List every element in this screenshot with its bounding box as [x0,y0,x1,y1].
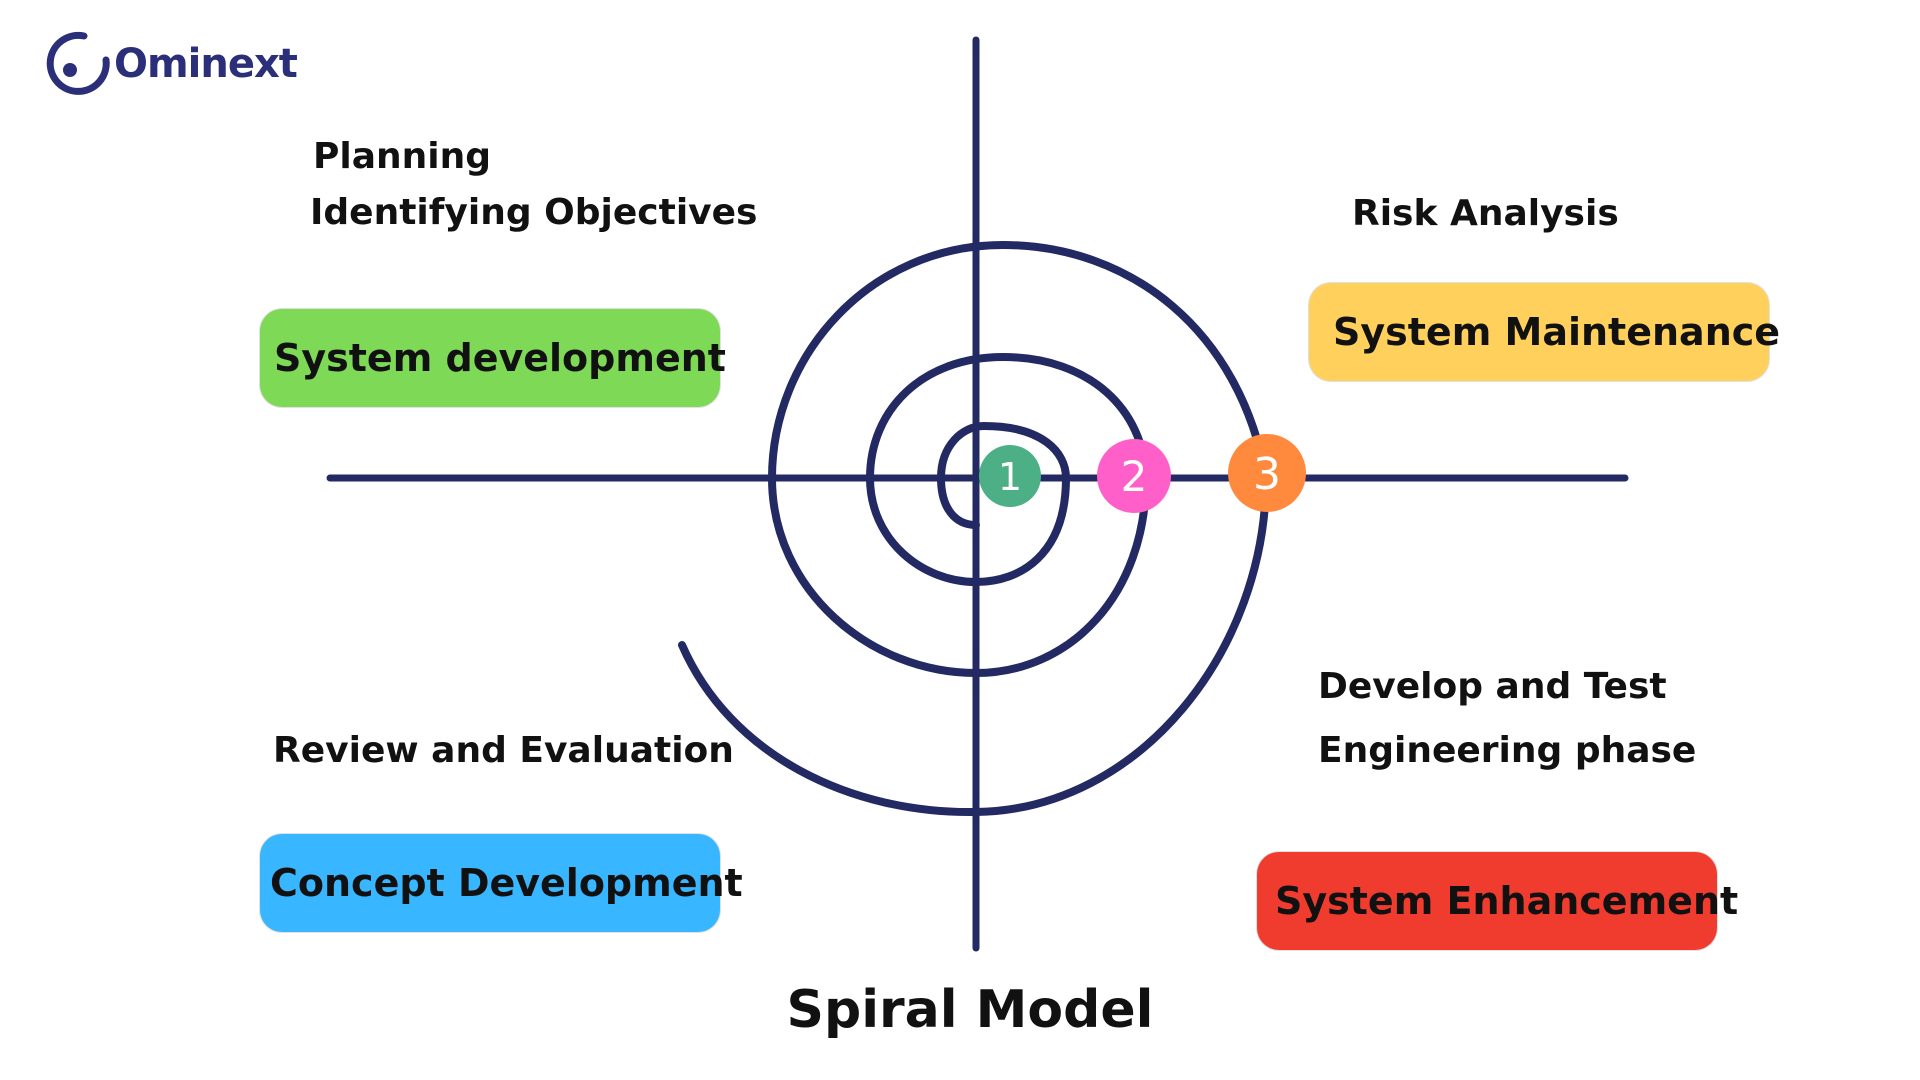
system-maintenance-text: System Maintenance [1333,310,1781,354]
marker-2-label: 2 [1121,452,1148,501]
concept-development-text: Concept Development [270,861,743,905]
marker-3: 3 [1228,434,1306,512]
spiral-path [678,240,1271,817]
identifying-objectives-label: Identifying Objectives [310,192,758,233]
system-enhancement-text: System Enhancement [1275,879,1739,923]
brand-logo: Ominext [44,30,298,98]
concept-development-box: Concept Development [260,834,743,932]
marker-1: 1 [979,445,1041,507]
system-maintenance-box: System Maintenance [1309,283,1780,381]
system-enhancement-box: System Enhancement [1257,852,1738,950]
review-evaluation-label: Review and Evaluation [273,730,734,771]
ominext-logo-icon [46,31,110,95]
engineering-phase-label: Engineering phase [1318,730,1697,771]
marker-3-circle [1228,434,1306,512]
diagram-title: Spiral Model [786,980,1154,1040]
planning-label: Planning [313,136,492,177]
system-development-text: System development [274,336,726,380]
risk-analysis-label: Risk Analysis [1352,193,1619,234]
develop-and-test-label: Develop and Test [1318,666,1667,707]
marker-1-circle [979,445,1041,507]
system-development-box: System development [260,309,726,407]
marker-3-label: 3 [1253,449,1281,500]
marker-2: 2 [1097,439,1171,513]
brand-name: Ominext [114,41,298,87]
marker-2-circle [1097,439,1171,513]
marker-1-label: 1 [998,455,1022,499]
